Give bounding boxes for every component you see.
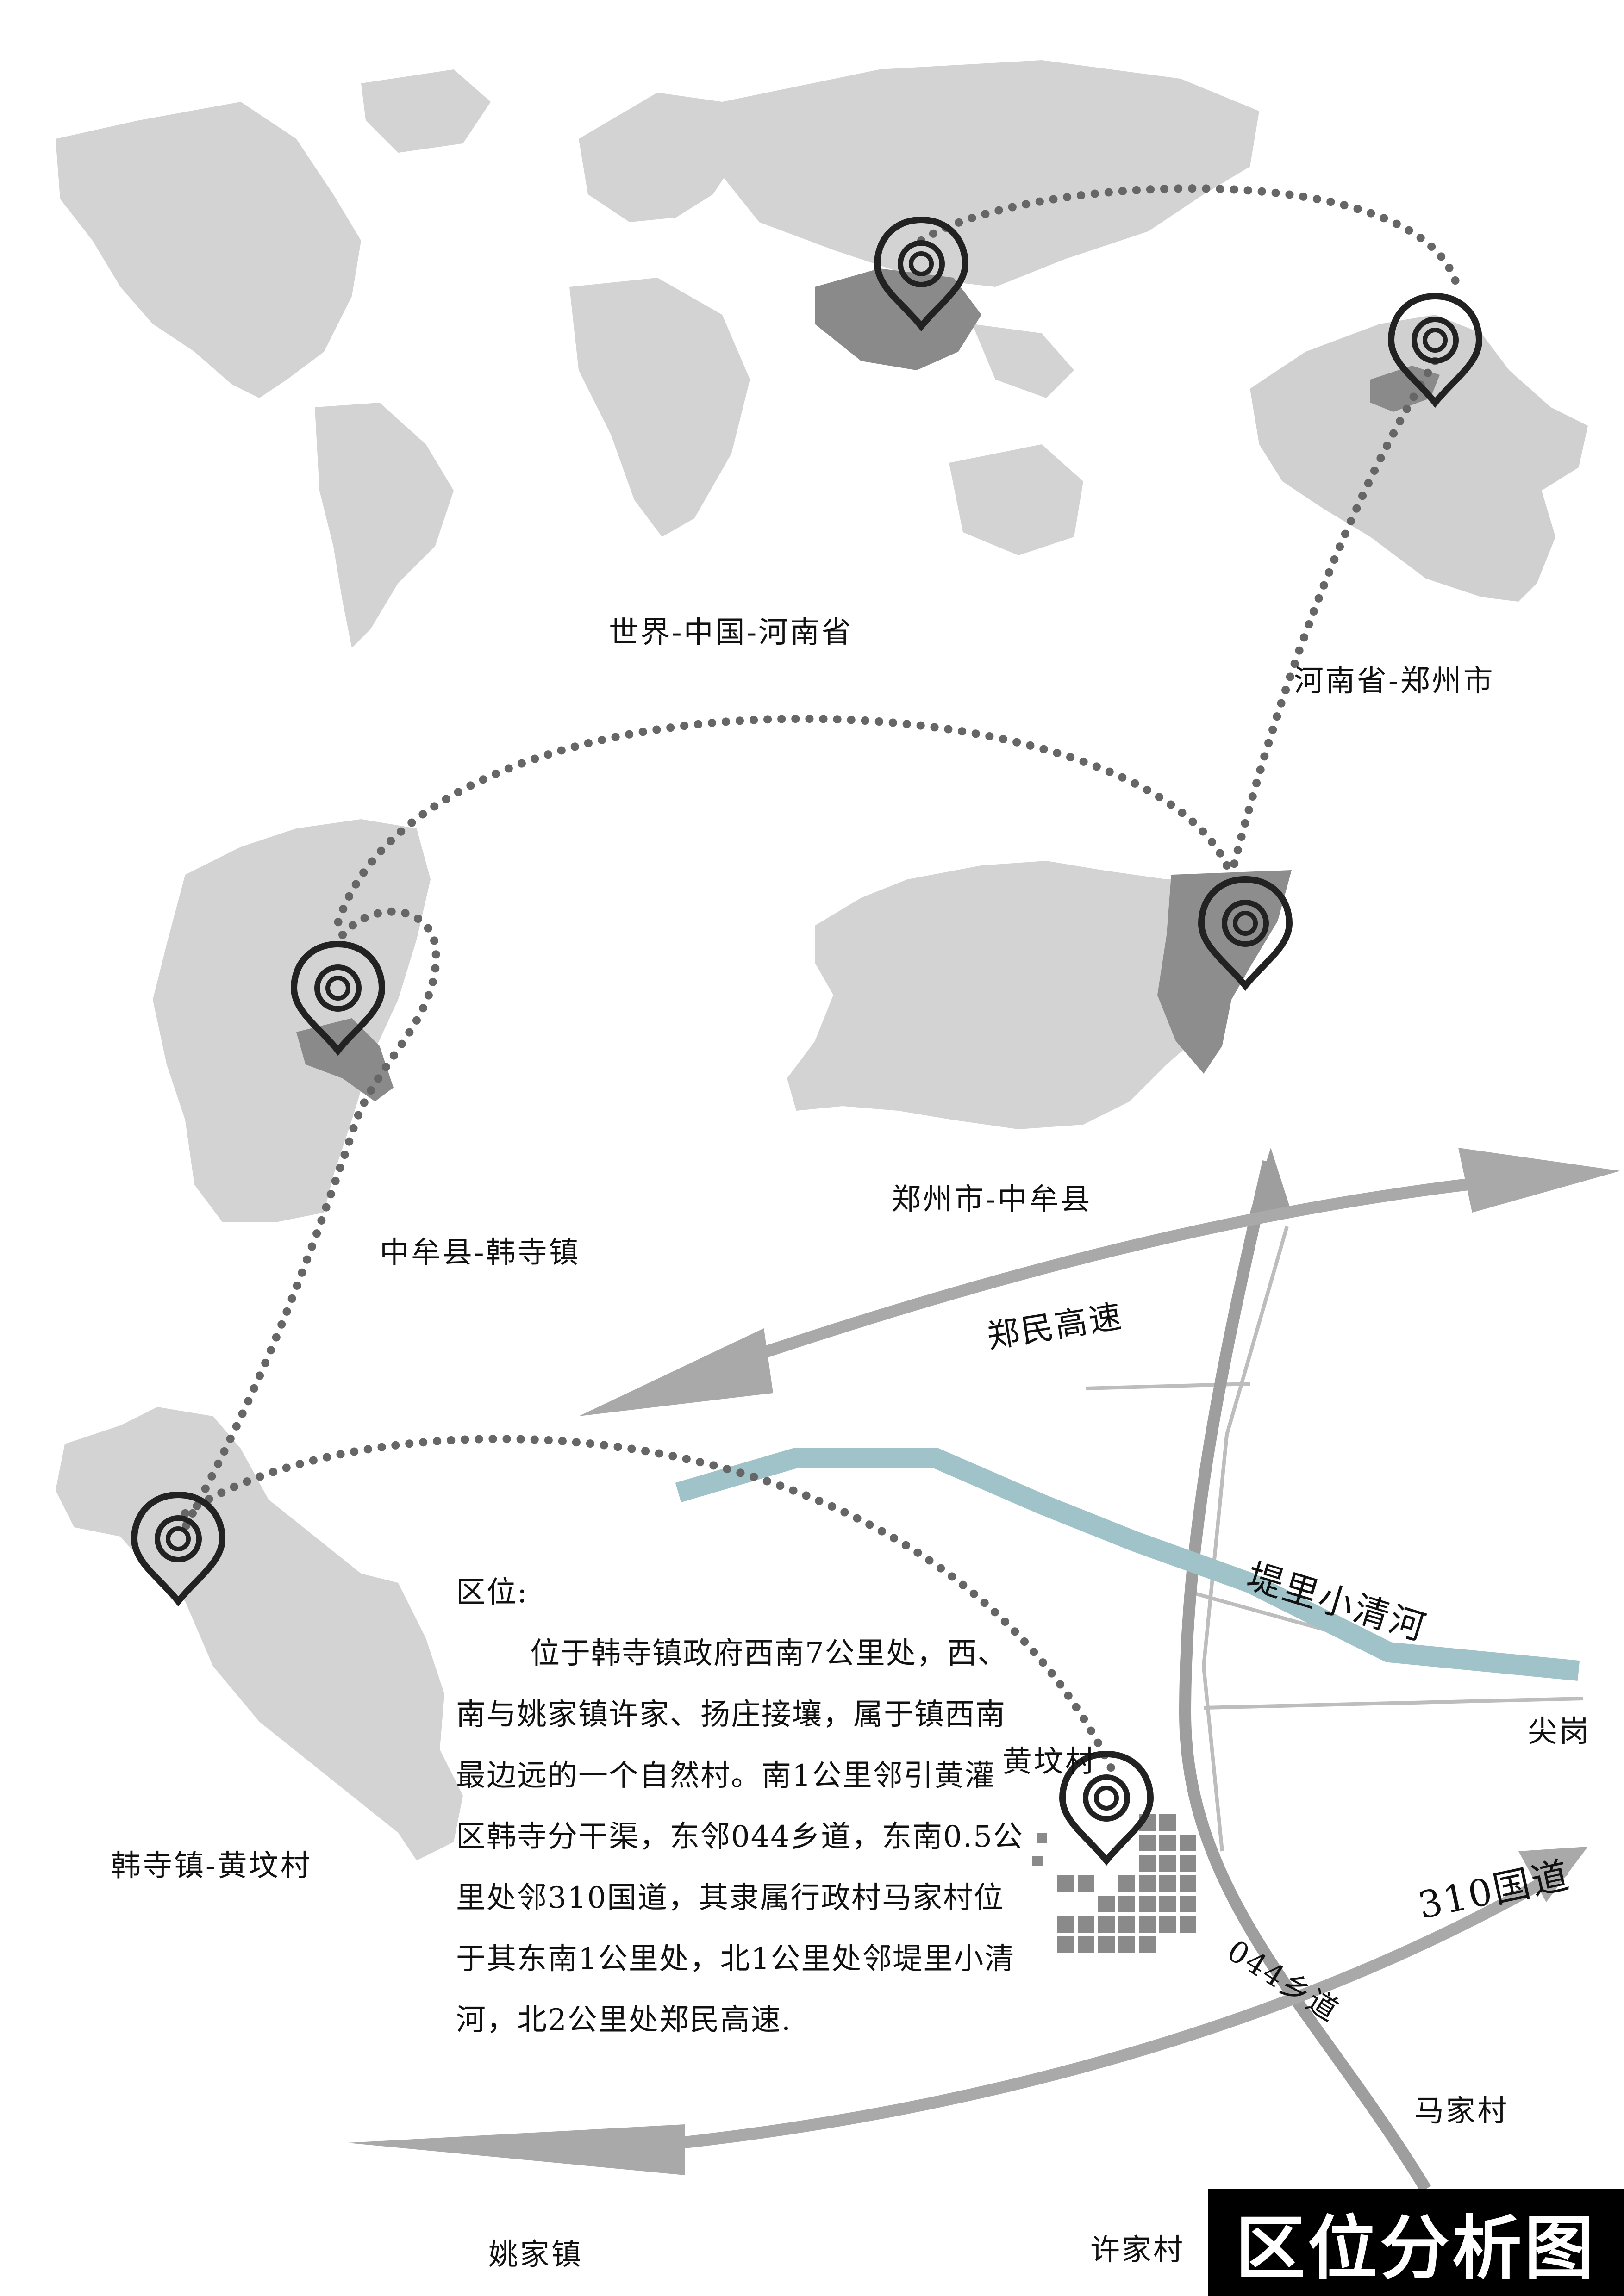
dotted-route — [181, 184, 1460, 1772]
label-hansi-huangfen: 韩寺镇-黄坟村 — [111, 1849, 312, 1883]
world-map — [56, 60, 1259, 648]
south-america — [315, 403, 454, 648]
expressway-line — [669, 1174, 1505, 1390]
southeast-asia — [972, 324, 1074, 398]
township-road-arrow-head — [1250, 1148, 1292, 1213]
river-dili-xiaoqing — [675, 1448, 1580, 1681]
africa — [569, 278, 750, 537]
label-huangfen-village: 黄坟村 — [1002, 1745, 1097, 1779]
label-majia-village: 马家村 — [1414, 2094, 1509, 2128]
local-roads — [1085, 1226, 1584, 1852]
national-road-arrow-west — [347, 2124, 685, 2175]
page-title: 区位分析图 — [1208, 2189, 1624, 2296]
expressway-arrow-east — [1458, 1148, 1620, 1213]
europe — [579, 93, 741, 222]
label-zhengzhou-zhongmou: 郑州市-中牟县 — [891, 1182, 1092, 1217]
hansi-town-map — [56, 1407, 463, 1860]
township-road-044 — [1179, 1160, 1431, 2192]
description-heading: 区位: — [456, 1575, 528, 1610]
huangfen-village-blocks — [1032, 1814, 1196, 1953]
national-road-arrow-east — [1518, 1847, 1588, 1902]
zhengzhou-highlight — [1370, 366, 1440, 412]
label-yaojia-town: 姚家镇 — [488, 2238, 583, 2272]
label-jiangang: 尖岗 — [1528, 1715, 1591, 1749]
label-xujia-village: 许家村 — [1090, 2233, 1185, 2267]
asia — [722, 60, 1259, 287]
label-zhongmou-hansi: 中牟县-韩寺镇 — [380, 1236, 581, 1270]
hansi-highlight — [296, 1018, 394, 1101]
zhengzhou-city-map — [787, 861, 1292, 1129]
description-body: 位于韩寺镇政府西南7公里处，西、南与姚家镇许家、扬庄接壤，属于镇西南最边远的一个… — [456, 1636, 1024, 2037]
china-highlight — [815, 268, 981, 370]
expressway-arrow-west — [579, 1328, 773, 1416]
label-world-china-henan: 世界-中国-河南省 — [609, 616, 853, 650]
zhongmou-highlight — [1157, 870, 1292, 1074]
national-road-line — [680, 1864, 1568, 2149]
location-description: 区位: 位于韩寺镇政府西南7公里处，西、南与姚家镇许家、扬庄接壤，属于镇西南最边… — [456, 1562, 1025, 2051]
henan-province-map — [1250, 315, 1588, 602]
australia — [949, 444, 1083, 555]
zhongmou-county-map — [153, 819, 431, 1222]
north-america — [56, 102, 361, 398]
greenland — [361, 69, 491, 153]
label-henan-zhengzhou: 河南省-郑州市 — [1294, 664, 1495, 698]
